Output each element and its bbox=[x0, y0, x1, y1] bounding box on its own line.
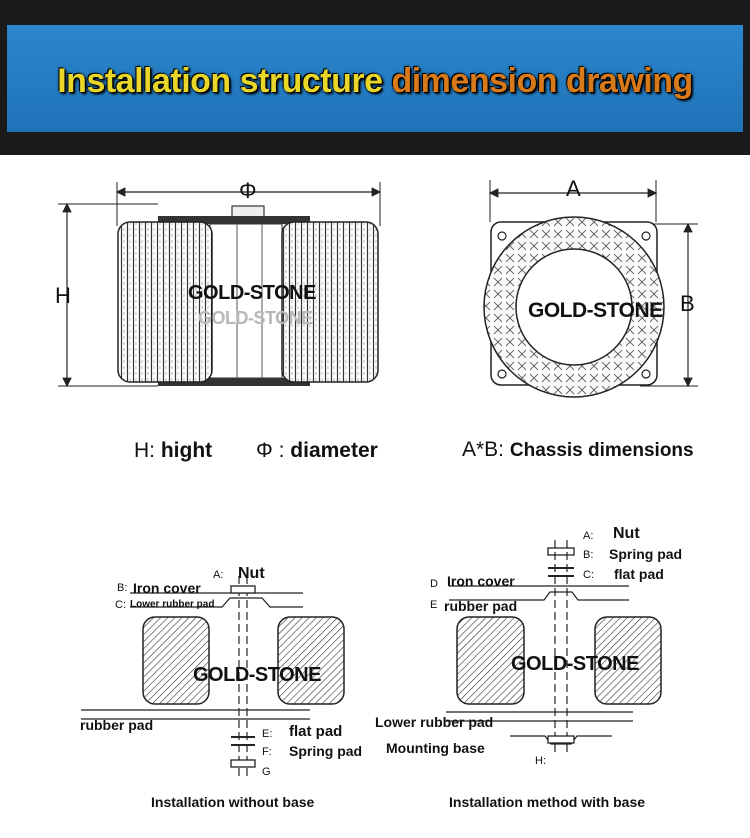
wb-b-text: Iron cover bbox=[133, 580, 201, 596]
legend-h-text: hight bbox=[160, 439, 213, 462]
side-view-drawing bbox=[58, 182, 382, 388]
legend-h: H: hight bbox=[134, 439, 212, 463]
legend-ab-key: A*B: bbox=[462, 438, 505, 461]
side-view-brand: GOLD-STONE bbox=[188, 282, 316, 304]
legend-ab-text: Chassis dimensions bbox=[509, 440, 694, 461]
wm-c-key: C: bbox=[583, 569, 594, 581]
diameter-symbol-label: Φ bbox=[239, 178, 257, 203]
title-banner bbox=[7, 25, 743, 132]
wm-h-key: H: bbox=[535, 755, 546, 767]
wb-b-key: B: bbox=[117, 582, 128, 594]
legend-ab: A*B: Chassis dimensions bbox=[462, 438, 694, 462]
wm-c-text: flat pad bbox=[614, 566, 664, 582]
wb-g-key: G bbox=[262, 766, 271, 778]
wb-e-text: flat pad bbox=[289, 723, 343, 740]
chassis-b-label: B bbox=[680, 291, 695, 316]
top-view-brand: GOLD-STONE bbox=[528, 299, 663, 322]
wm-d-key: D bbox=[430, 578, 438, 590]
title-part-1: Installation structure bbox=[57, 62, 383, 100]
top-view-drawing bbox=[483, 180, 698, 398]
wb-a-key: A: bbox=[213, 569, 224, 581]
wm-e-text: rubber pad bbox=[444, 598, 518, 614]
page-title: Installation structure dimension drawing bbox=[0, 62, 750, 101]
wm-a-key: A: bbox=[583, 530, 594, 542]
without-base-drawing bbox=[81, 576, 345, 780]
height-symbol-label: H bbox=[55, 283, 71, 308]
wb-e-key: E: bbox=[262, 728, 273, 740]
wb-f-key: F: bbox=[262, 746, 272, 758]
legend-h-key: H: bbox=[134, 439, 155, 462]
legend-phi: Φ : diameter bbox=[256, 439, 378, 463]
wm-b-key: B: bbox=[583, 549, 594, 561]
wm-d-text: Iron cover bbox=[447, 573, 515, 589]
chassis-a-label: A bbox=[566, 176, 581, 201]
wm-a-text: Nut bbox=[613, 525, 640, 542]
wb-rubber-pad: rubber pad bbox=[80, 717, 154, 733]
with-base-brand: GOLD-STONE bbox=[511, 653, 639, 675]
wm-lower-rubber-pad: Lower rubber pad bbox=[375, 714, 494, 730]
wb-f-text: Spring pad bbox=[289, 743, 363, 759]
wb-c-text: Lower rubber pad bbox=[130, 599, 215, 610]
without-base-brand: GOLD-STONE bbox=[193, 664, 321, 686]
wm-b-text: Spring pad bbox=[609, 546, 683, 562]
title-part-2: dimension drawing bbox=[382, 62, 693, 100]
legend-phi-text: diameter bbox=[290, 439, 378, 462]
wb-c-key: C: bbox=[115, 599, 126, 611]
with-base-drawing bbox=[446, 540, 662, 756]
wm-e-key: E bbox=[430, 599, 438, 611]
wm-mounting-base: Mounting base bbox=[386, 740, 485, 756]
wb-a-text: Nut bbox=[238, 565, 265, 582]
legend-phi-key: Φ : bbox=[256, 439, 285, 462]
wm-caption: Installation method with base bbox=[449, 794, 646, 810]
side-view-brand-watermark: GOLD-STONE bbox=[198, 308, 313, 328]
wb-caption: Installation without base bbox=[151, 794, 315, 810]
